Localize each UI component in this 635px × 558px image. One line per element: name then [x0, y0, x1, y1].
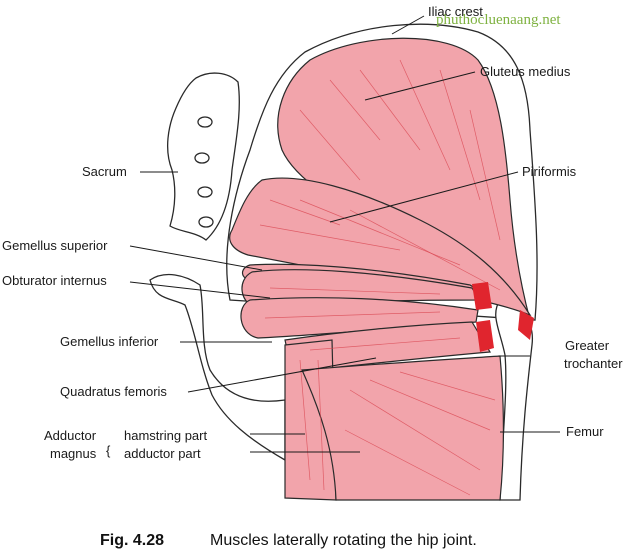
label-greater-trochanter-line1: Greater [565, 338, 610, 353]
label-hamstring-part: hamstring part [124, 428, 207, 443]
greater-trochanter-insertions [472, 282, 534, 352]
adductor-part-muscle [301, 355, 504, 501]
label-obturator-internus: Obturator internus [2, 273, 107, 288]
label-iliac-crest: Iliac crest [428, 4, 483, 19]
label-adductor-part: adductor part [124, 446, 201, 461]
label-piriformis: Piriformis [522, 164, 577, 179]
sacral-foramina [194, 116, 214, 228]
label-adductor-line1: Adductor [44, 428, 97, 443]
label-gemellus-superior: Gemellus superior [2, 238, 108, 253]
label-brace: { [106, 443, 111, 458]
label-femur: Femur [566, 424, 604, 439]
caption-text: Muscles laterally rotating the hip joint… [210, 532, 477, 549]
label-adductor-line2: magnus [50, 446, 97, 461]
label-quadratus-femoris: Quadratus femoris [60, 384, 167, 399]
label-greater-trochanter-line2: trochanter [564, 356, 623, 371]
femur-bone [495, 299, 534, 501]
label-gluteus-medius: Gluteus medius [480, 64, 571, 79]
caption-number: Fig. 4.28 [100, 532, 164, 549]
watermark-text: phuthocluenaang.net [436, 12, 561, 28]
leader-lines [129, 15, 560, 453]
label-sacrum: Sacrum [82, 164, 127, 179]
label-gemellus-inferior: Gemellus inferior [60, 334, 159, 349]
muscle-fibers [259, 59, 501, 496]
